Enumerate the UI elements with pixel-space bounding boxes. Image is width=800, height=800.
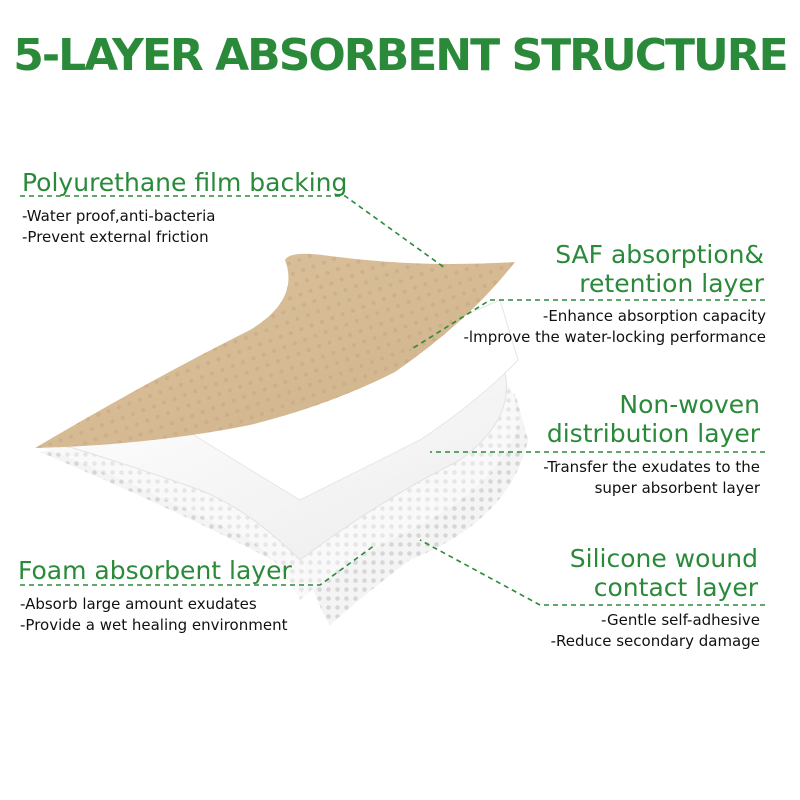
layer-heading-foam: Foam absorbent layer bbox=[18, 556, 292, 585]
backing-film-shape bbox=[35, 253, 515, 448]
connector-silicone bbox=[419, 539, 765, 606]
layer-desc-silicone-2: -Reduce secondary damage bbox=[550, 632, 760, 650]
connector-lines bbox=[20, 195, 765, 606]
connector-foam bbox=[20, 544, 376, 586]
layer-heading-silicone-2: contact layer bbox=[593, 573, 758, 602]
layer-heading-nonwoven-1: Non-woven bbox=[619, 390, 760, 419]
layer-desc-silicone-1: -Gentle self-adhesive bbox=[601, 611, 760, 629]
layer-desc-foam-2: -Provide a wet healing environment bbox=[20, 616, 288, 634]
layer-heading-silicone-1: Silicone wound bbox=[569, 544, 758, 573]
layer-desc-backing-2: -Prevent external friction bbox=[22, 228, 209, 246]
layer-heading-saf-2: retention layer bbox=[579, 269, 764, 298]
layer-desc-saf-2: -lmprove the water-locking performance bbox=[463, 328, 766, 346]
page-title: 5-LAYER ABSORBENT STRUCTURE bbox=[13, 30, 788, 81]
layer-desc-saf-1: -Enhance absorption capacity bbox=[542, 307, 766, 325]
layer-desc-backing-1: -Water proof,anti-bacteria bbox=[22, 207, 216, 225]
connector-saf bbox=[409, 299, 765, 351]
layer-desc-nonwoven-1: -Transfer the exudates to the bbox=[543, 458, 760, 476]
connector-backing bbox=[20, 195, 446, 269]
layer-heading-saf-1: SAF absorption& bbox=[555, 240, 764, 269]
layer-heading-backing: Polyurethane film backing bbox=[22, 168, 348, 197]
layer-heading-nonwoven-2: distribution layer bbox=[546, 419, 760, 448]
layer-desc-foam-1: -Absorb large amount exudates bbox=[20, 595, 257, 613]
layer-desc-nonwoven-2: super absorbent layer bbox=[594, 479, 760, 497]
